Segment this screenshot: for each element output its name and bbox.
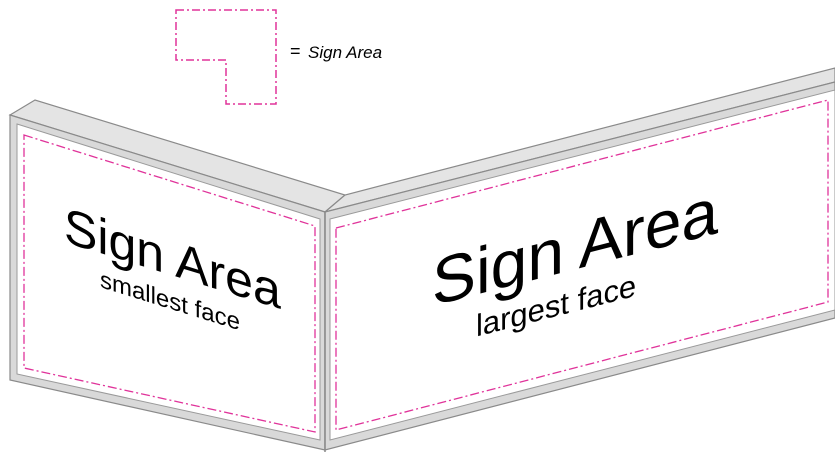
right-face-panel [329, 89, 835, 441]
legend-sign-area-symbol [175, 9, 277, 105]
legend-label: Sign Area [308, 43, 382, 62]
legend-equals-sign: = [290, 41, 301, 61]
sign-area-outlines [23, 99, 829, 433]
legend: = Sign Area [175, 9, 382, 105]
right-sign-area-outline [335, 99, 829, 431]
left-sign-area-outline [23, 134, 316, 433]
sign-structure [8, 67, 835, 452]
left-face-panel [16, 123, 321, 441]
